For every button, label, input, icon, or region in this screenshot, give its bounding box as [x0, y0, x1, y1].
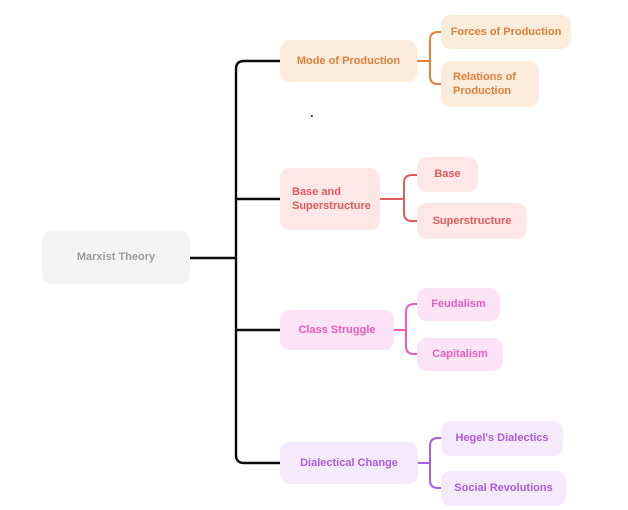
child-node-base[interactable]: Base	[417, 157, 478, 192]
root-node-marxist-theory[interactable]: Marxist Theory	[42, 231, 190, 284]
child-node-forces-of-production[interactable]: Forces of Production	[441, 15, 571, 49]
branch-node-class-struggle[interactable]: Class Struggle	[280, 310, 394, 350]
child-node-feudalism[interactable]: Feudalism	[417, 288, 500, 321]
child-node-relations-of-production[interactable]: Relations of Production	[441, 61, 539, 107]
branch-node-mode-of-production[interactable]: Mode of Production	[280, 40, 417, 82]
child-node-capitalism[interactable]: Capitalism	[417, 338, 503, 371]
children-connector-mode-of-production	[416, 31, 442, 85]
children-connector-base-superstructure	[379, 174, 418, 222]
child-node-social-revolutions[interactable]: Social Revolutions	[441, 471, 566, 506]
children-connector-class-struggle	[393, 303, 418, 355]
stray-dot-mark: .	[310, 105, 314, 120]
child-node-hegels-dialectics[interactable]: Hegel's Dialectics	[441, 421, 563, 456]
child-node-superstructure[interactable]: Superstructure	[417, 203, 527, 239]
branch-node-dialectical-change[interactable]: Dialectical Change	[280, 442, 418, 484]
spine-connector-line	[234, 59, 282, 465]
branch-node-base-and-superstructure[interactable]: Base and Superstructure	[280, 168, 380, 230]
children-connector-dialectical-change	[417, 437, 442, 489]
